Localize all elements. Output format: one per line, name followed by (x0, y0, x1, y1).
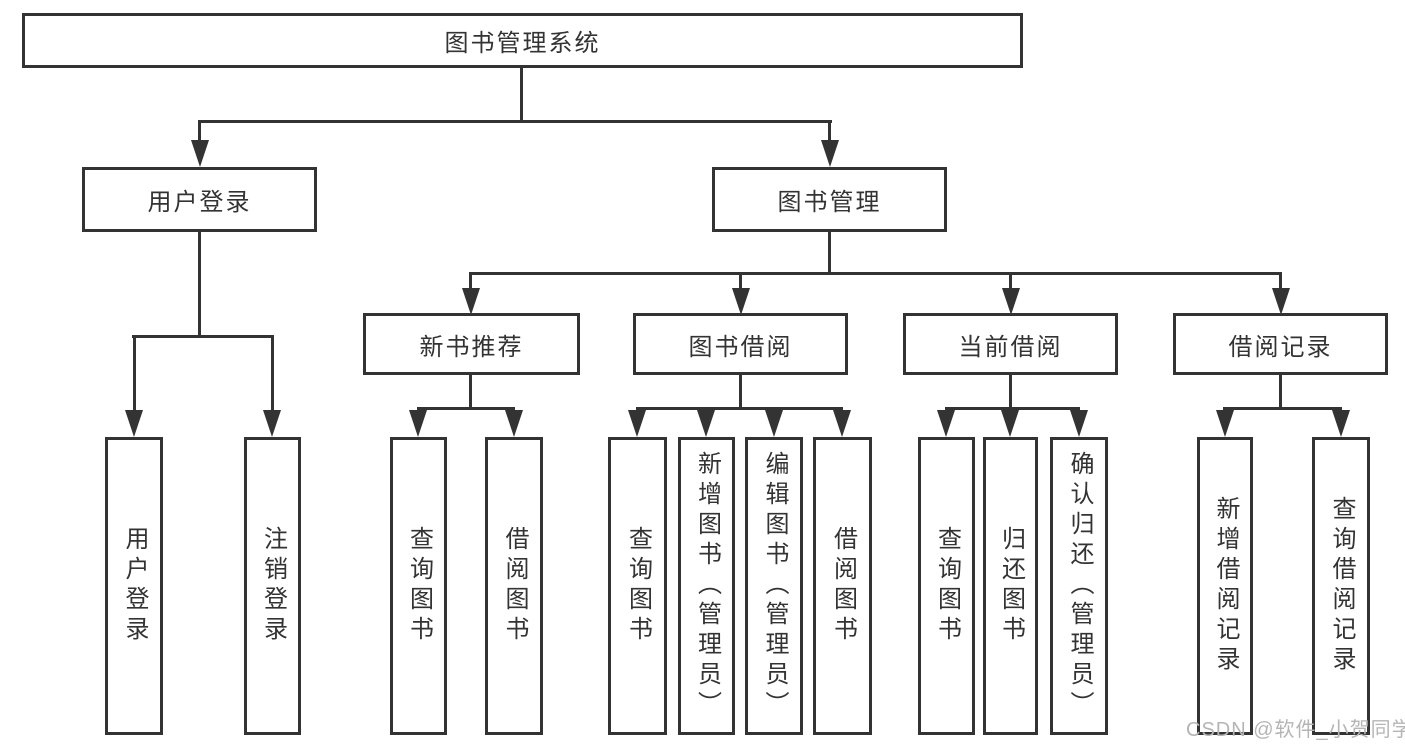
connector-book-borrow-stem (739, 375, 742, 409)
node-book-management: 图书管理 (712, 167, 947, 232)
connector-drop-book-borrow (739, 272, 742, 290)
node-leaf-add-borrow-record: 新增借阅记录 (1197, 437, 1253, 735)
arrowhead-leaf-query-books-recommend (409, 410, 427, 437)
node-library-management-system-label: 图书管理系统 (444, 30, 601, 57)
node-leaf-query-books-current: 查询图书 (918, 437, 975, 735)
arrowhead-leaf-logout (263, 410, 281, 437)
node-leaf-confirm-return-admin-label: 确认归还（管理员） (1066, 451, 1093, 721)
connector-new-book-recommend-stem (469, 375, 472, 409)
connector-book-borrow-split (636, 407, 843, 410)
connector-borrow-records-stem (1279, 375, 1282, 409)
arrowhead-leaf-edit-book-admin (765, 410, 783, 437)
csdn-watermark: CSDN @软件_小贺同学 (1186, 719, 1405, 741)
connector-user-login-split (132, 335, 274, 338)
node-leaf-user-login: 用户登录 (105, 437, 163, 735)
node-book-management-label: 图书管理 (777, 189, 882, 216)
node-leaf-return-book-label: 归还图书 (997, 526, 1025, 646)
connector-drop-borrow-records (1279, 272, 1282, 290)
node-leaf-edit-book-admin-label: 编辑图书（管理员） (761, 451, 788, 721)
connector-drop-current-borrow (1009, 272, 1012, 290)
node-current-borrow: 当前借阅 (903, 313, 1118, 375)
node-leaf-confirm-return-admin: 确认归还（管理员） (1050, 437, 1108, 735)
connector-drop-leaf-user-login (133, 335, 136, 412)
node-leaf-borrow-books-recommend: 借阅图书 (485, 437, 543, 735)
node-book-borrow: 图书借阅 (633, 313, 848, 375)
arrowhead-leaf-query-books-current (937, 410, 955, 437)
connector-drop-user-login (198, 120, 201, 142)
arrowhead-leaf-return-book (1001, 410, 1019, 437)
node-book-borrow-label: 图书借阅 (688, 333, 793, 361)
connector-current-borrow-split (945, 407, 1080, 410)
arrowhead-leaf-query-books-borrow (628, 410, 646, 437)
arrowhead-leaf-query-borrow-record (1332, 410, 1350, 437)
node-leaf-query-books-current-label: 查询图书 (933, 526, 961, 646)
arrowhead-borrow-records (1272, 288, 1290, 315)
node-leaf-borrow-books: 借阅图书 (813, 437, 872, 735)
connector-drop-leaf-logout (271, 335, 274, 412)
node-leaf-borrow-books-recommend-label: 借阅图书 (501, 526, 528, 646)
arrowhead-book-borrow (732, 288, 750, 315)
node-leaf-add-borrow-record-label: 新增借阅记录 (1212, 496, 1239, 676)
node-leaf-add-book-admin: 新增图书（管理员） (678, 437, 735, 735)
arrowhead-leaf-confirm-return-admin (1070, 410, 1088, 437)
node-leaf-logout: 注销登录 (244, 437, 301, 735)
arrowhead-user-login (191, 140, 209, 167)
node-new-book-recommend: 新书推荐 (363, 313, 580, 375)
node-leaf-query-books-recommend: 查询图书 (390, 437, 447, 735)
node-new-book-recommend-label: 新书推荐 (419, 333, 524, 361)
connector-level3-split (469, 272, 1282, 275)
node-user-login-label: 用户登录 (147, 189, 252, 216)
node-leaf-add-book-admin-label: 新增图书（管理员） (693, 451, 721, 721)
node-leaf-query-books-recommend-label: 查询图书 (405, 526, 433, 646)
arrowhead-new-book-recommend (462, 288, 480, 315)
connector-current-borrow-stem (1009, 375, 1012, 409)
node-leaf-query-books-borrow: 查询图书 (608, 437, 667, 735)
node-borrow-records: 借阅记录 (1173, 313, 1388, 375)
node-user-login: 用户登录 (82, 167, 317, 232)
connector-root-stem (520, 68, 523, 123)
node-leaf-borrow-books-label: 借阅图书 (829, 526, 857, 646)
connector-borrow-records-split (1223, 407, 1342, 410)
node-leaf-query-borrow-record: 查询借阅记录 (1312, 437, 1370, 735)
arrowhead-leaf-add-book-admin (697, 410, 715, 437)
connector-new-book-recommend-split (417, 407, 515, 410)
node-leaf-user-login-label: 用户登录 (121, 526, 148, 646)
connector-book-management-stem (828, 232, 831, 274)
arrowhead-leaf-user-login (125, 410, 143, 437)
node-leaf-query-books-borrow-label: 查询图书 (624, 526, 652, 646)
node-leaf-query-borrow-record-label: 查询借阅记录 (1328, 496, 1355, 676)
node-leaf-logout-label: 注销登录 (259, 526, 287, 646)
arrowhead-leaf-add-borrow-record (1216, 410, 1234, 437)
node-leaf-return-book: 归还图书 (983, 437, 1038, 735)
arrowhead-leaf-borrow-books-recommend (505, 410, 523, 437)
connector-drop-book-management (828, 120, 831, 142)
connector-drop-new-book-recommend (469, 272, 472, 290)
arrowhead-current-borrow (1002, 288, 1020, 315)
node-library-management-system: 图书管理系统 (22, 13, 1023, 68)
connector-level2-split (198, 120, 832, 123)
arrowhead-book-management (821, 140, 839, 167)
node-current-borrow-label: 当前借阅 (958, 333, 1063, 361)
node-leaf-edit-book-admin: 编辑图书（管理员） (745, 437, 803, 735)
node-borrow-records-label: 借阅记录 (1228, 333, 1333, 361)
connector-user-login-stem (198, 232, 201, 338)
arrowhead-leaf-borrow-books (833, 410, 851, 437)
